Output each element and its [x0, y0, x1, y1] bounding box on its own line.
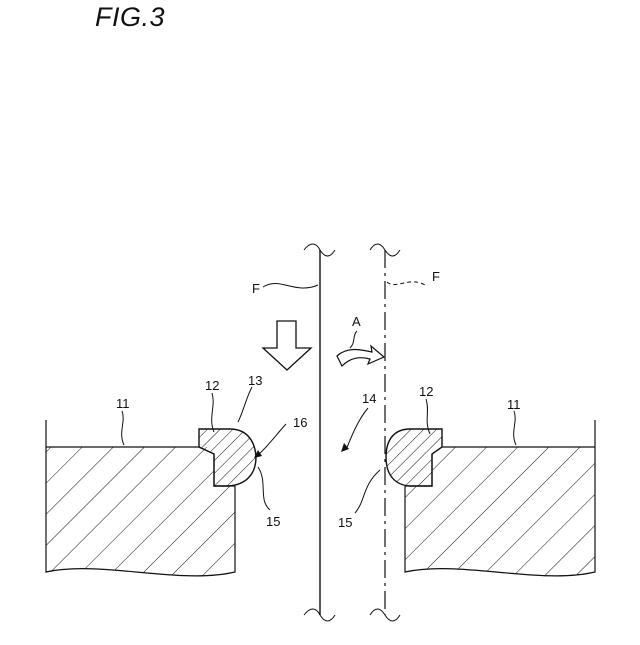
leader-surface-left — [258, 467, 270, 510]
leader-body-right — [514, 411, 516, 445]
gap-pointer-arrow-icon — [346, 408, 368, 450]
leader-film — [263, 283, 318, 288]
left-body-hatched — [46, 447, 235, 576]
film-solid — [304, 244, 335, 621]
label-direction: A — [352, 314, 361, 329]
curved-arrow-icon — [337, 346, 384, 366]
leader-step-left — [212, 393, 214, 432]
label-tip: 16 — [293, 415, 307, 430]
tip-pointer-arrow-icon — [258, 424, 286, 455]
label-edge: 13 — [248, 373, 262, 388]
leader-direction — [350, 331, 357, 348]
leader-edge — [238, 387, 252, 422]
label-body-right: 11 — [507, 397, 521, 412]
label-surface-right: 15 — [338, 515, 352, 530]
label-step-right: 12 — [419, 384, 433, 399]
label-surface-left: 15 — [266, 514, 280, 529]
label-body-left: 11 — [116, 396, 130, 411]
label-film: F — [252, 281, 260, 296]
label-gap: 14 — [362, 391, 376, 406]
down-arrow-icon — [263, 321, 311, 370]
film-dashed-bottom-break — [370, 609, 400, 621]
leader-body-left — [122, 411, 124, 445]
right-body-hatched — [405, 447, 595, 576]
figure-title: FIG.3 — [95, 2, 165, 33]
label-step-left: 12 — [205, 378, 219, 393]
leader-film-moved — [387, 282, 425, 285]
leader-surface-right — [355, 470, 380, 513]
label-film-moved: F — [432, 269, 440, 284]
